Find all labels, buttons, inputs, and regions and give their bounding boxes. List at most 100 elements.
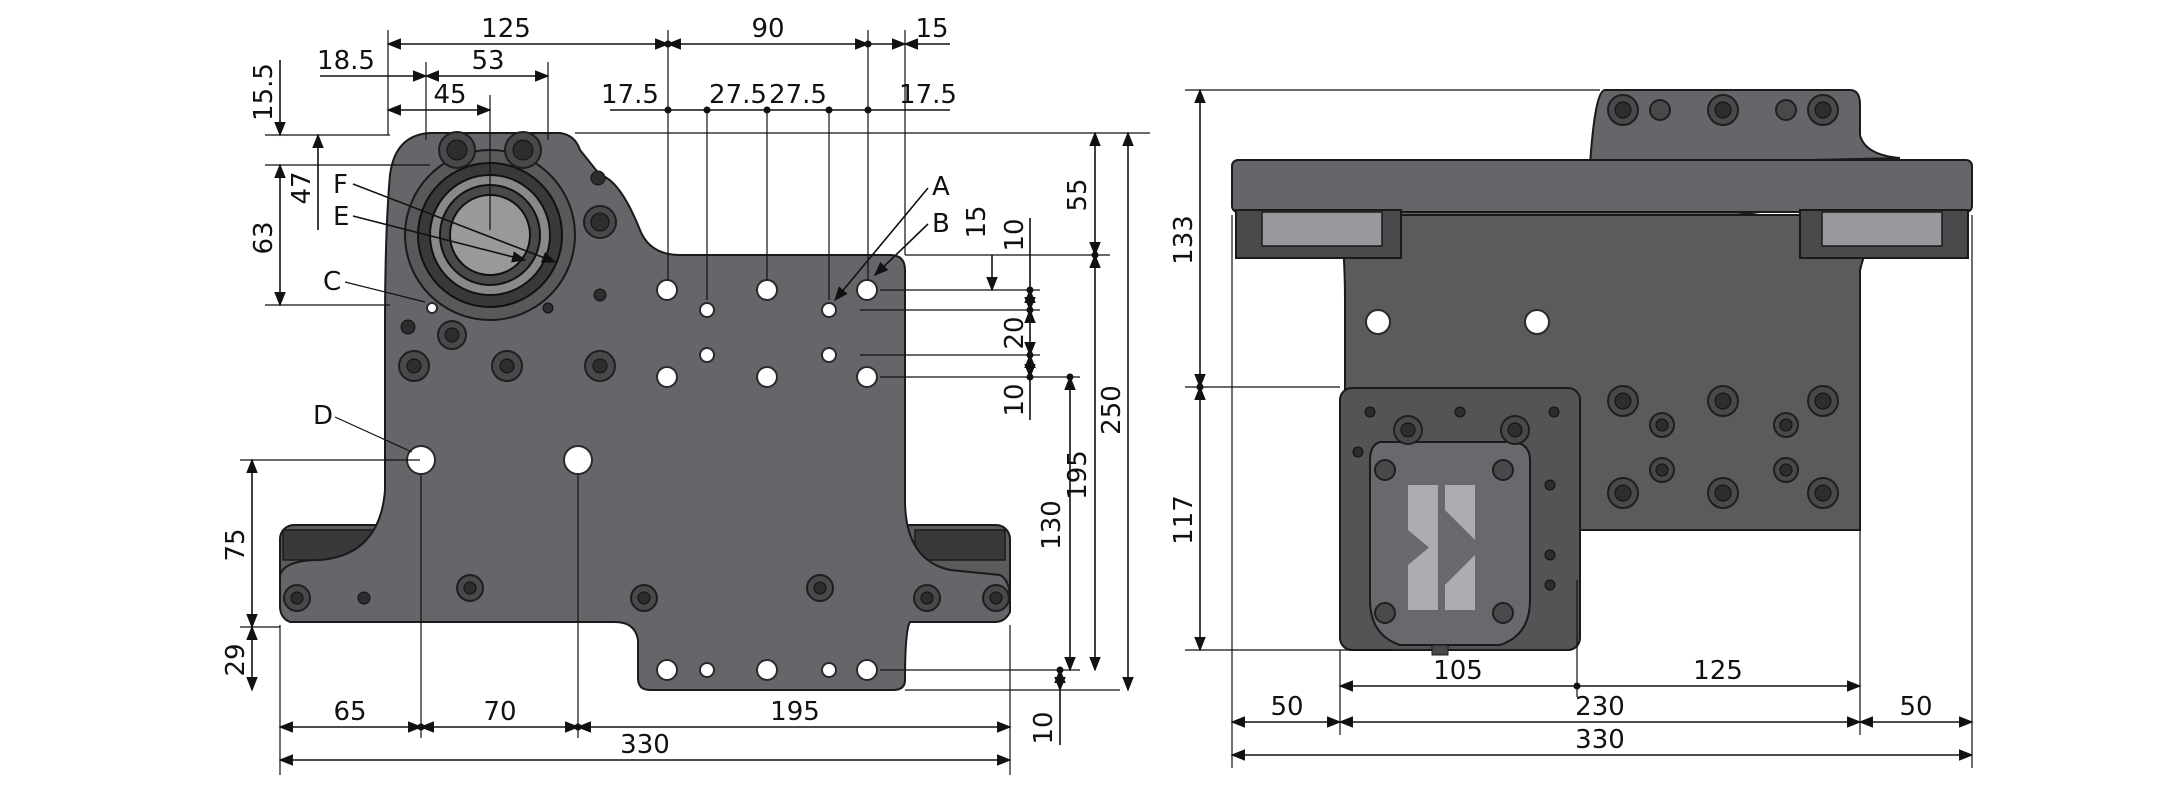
left-cb-hole-inner xyxy=(406,358,422,374)
right-hole xyxy=(1524,309,1550,335)
left-cb-hole-inner xyxy=(637,591,651,605)
dim-117: 117 xyxy=(1169,495,1199,545)
dim-27-5-b: 27.5 xyxy=(769,80,827,110)
callout-b: B xyxy=(932,209,950,239)
right-rail-right-slider xyxy=(1821,211,1943,247)
dim-90: 90 xyxy=(751,14,784,44)
dim-65: 65 xyxy=(333,697,366,727)
dim-15-right: 15 xyxy=(962,205,992,238)
left-hole-small xyxy=(821,347,837,363)
right-cb-hole-inner xyxy=(1400,422,1416,438)
right-cb-hole-inner xyxy=(1779,418,1793,432)
left-hole-large xyxy=(856,659,878,681)
right-rail-left-slider xyxy=(1261,211,1383,247)
left-cb-hole-inner xyxy=(920,591,934,605)
k-logo-icon xyxy=(1408,485,1475,610)
dim-17-5-a: 17.5 xyxy=(601,80,659,110)
left-small-hole xyxy=(426,302,438,314)
right-view-part: K xyxy=(1231,89,1973,771)
dim-18-5: 18.5 xyxy=(317,46,375,76)
right-hole xyxy=(1365,309,1391,335)
right-cb-hole xyxy=(1492,602,1514,624)
left-cb-hole-inner xyxy=(499,358,515,374)
right-small-hole xyxy=(1352,446,1364,458)
right-cb-hole-inner xyxy=(1714,392,1732,410)
right-small-hole xyxy=(1544,479,1556,491)
right-view-dimensions: 133 117 105 125 50 230 50 330 xyxy=(1169,88,1974,768)
callout-d: D xyxy=(313,401,333,431)
right-cb-hole-inner xyxy=(1655,418,1669,432)
dim-330-left: 330 xyxy=(620,730,670,760)
left-hole-large xyxy=(656,366,678,388)
dim-125-right: 125 xyxy=(1693,656,1743,686)
left-hole-large xyxy=(856,366,878,388)
left-hole-small xyxy=(699,302,715,318)
dim-45: 45 xyxy=(433,80,466,110)
right-motor-shaft xyxy=(1431,644,1449,656)
right-small-hole xyxy=(1544,549,1556,561)
left-cb-hole-inner xyxy=(463,581,477,595)
right-cb-hole xyxy=(1374,459,1396,481)
dim-15-top: 15 xyxy=(915,14,948,44)
left-small-hole xyxy=(590,170,606,186)
left-cb-hole-inner xyxy=(446,139,468,161)
right-top-tab xyxy=(1588,89,1901,167)
left-small-hole xyxy=(542,302,554,314)
dim-330-right: 330 xyxy=(1575,725,1625,755)
dim-27-5-a: 27.5 xyxy=(709,80,767,110)
right-cb-hole xyxy=(1775,99,1797,121)
dim-250: 250 xyxy=(1097,385,1127,435)
left-hole-small xyxy=(699,662,715,678)
left-cb-hole-inner xyxy=(813,581,827,595)
right-cb-hole-inner xyxy=(1655,463,1669,477)
dim-105: 105 xyxy=(1433,656,1483,686)
dim-29: 29 xyxy=(221,643,251,676)
right-cb-hole-inner xyxy=(1614,101,1632,119)
left-cb-hole-inner xyxy=(444,327,460,343)
dim-17-5-b: 17.5 xyxy=(899,80,957,110)
dim-50-left: 50 xyxy=(1270,692,1303,722)
left-hole-large xyxy=(856,279,878,301)
right-cb-hole-inner xyxy=(1814,484,1832,502)
right-cb-hole-inner xyxy=(1507,422,1523,438)
right-cb-hole-inner xyxy=(1814,392,1832,410)
dim-130: 130 xyxy=(1037,500,1067,550)
right-cb-hole-inner xyxy=(1714,484,1732,502)
right-small-hole xyxy=(1364,406,1376,418)
dim-195-h: 195 xyxy=(770,697,820,727)
left-hole-small xyxy=(821,662,837,678)
left-small-hole xyxy=(593,288,607,302)
right-cb-hole-inner xyxy=(1814,101,1832,119)
dim-133: 133 xyxy=(1169,215,1199,265)
dim-10-b: 10 xyxy=(1000,383,1030,416)
callout-a: A xyxy=(932,172,950,202)
left-view-part xyxy=(279,131,1011,691)
left-hole-d xyxy=(563,445,593,475)
logo-text: K xyxy=(1440,769,1441,771)
dim-20: 20 xyxy=(1000,316,1030,349)
right-small-hole xyxy=(1544,579,1556,591)
dim-10-a: 10 xyxy=(1000,218,1030,251)
dim-47: 47 xyxy=(287,171,317,204)
right-cb-hole xyxy=(1649,99,1671,121)
dim-15-5: 15.5 xyxy=(249,63,279,121)
right-cb-hole-inner xyxy=(1714,101,1732,119)
left-hole-large xyxy=(656,659,678,681)
left-view-dimensions: 125 90 15 18.5 53 45 17.5 27.5 27.5 17.5… xyxy=(221,14,1150,775)
left-cb-hole-inner xyxy=(590,212,610,232)
left-cb-hole-inner xyxy=(989,591,1003,605)
dim-75: 75 xyxy=(221,528,251,561)
dim-63: 63 xyxy=(249,221,279,254)
left-cb-hole-inner xyxy=(592,358,608,374)
right-top-bar xyxy=(1231,159,1973,213)
right-cb-hole xyxy=(1374,602,1396,624)
right-cb-hole-inner xyxy=(1614,484,1632,502)
dim-70: 70 xyxy=(483,697,516,727)
left-hole-large xyxy=(756,279,778,301)
left-hole-large xyxy=(656,279,678,301)
dim-230: 230 xyxy=(1575,692,1625,722)
right-small-hole xyxy=(1548,406,1560,418)
callout-c: C xyxy=(323,267,341,297)
left-hole-large xyxy=(756,659,778,681)
left-small-hole xyxy=(357,591,371,605)
